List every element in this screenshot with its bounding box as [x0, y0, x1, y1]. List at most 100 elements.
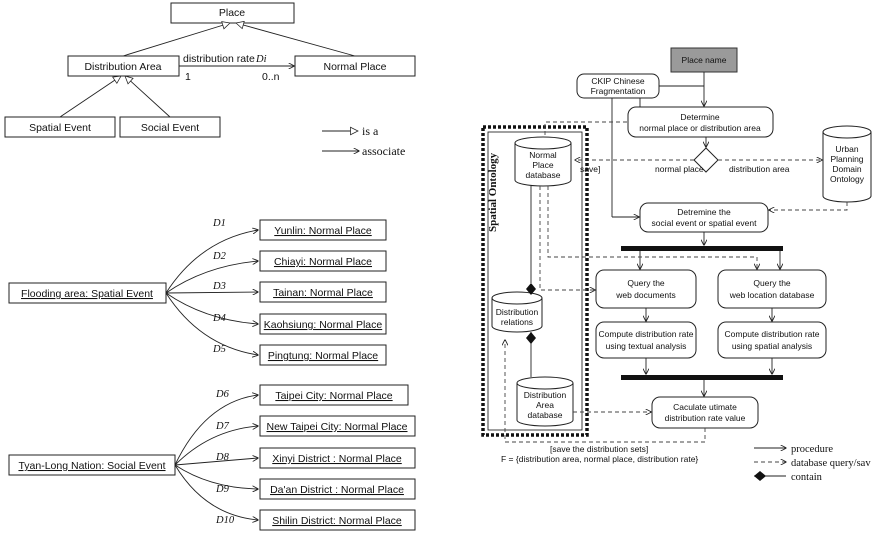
- distribution-relations-line2: relations: [501, 317, 533, 327]
- multiplicity-left: 1: [185, 71, 191, 83]
- fork-bar: [621, 246, 783, 251]
- compute-textual-line2: using textual analysis: [606, 341, 687, 351]
- flood-edge-4: [165, 292, 258, 324]
- distribution-area-db-cylinder: [516, 383, 574, 427]
- social-edge-1: [174, 395, 258, 466]
- social-leaf-box-3: [259, 447, 416, 469]
- query-web-location-line1: Query the: [753, 278, 791, 288]
- social-edge-label-2: D7: [215, 421, 230, 432]
- association-variable: Di: [255, 54, 267, 65]
- social-event-class-label: Social Event: [141, 122, 199, 134]
- ckip-label-line1: CKIP Chinese: [591, 76, 645, 86]
- urban-ontology-line4: Ontology: [830, 174, 865, 184]
- distribution-relations-line1: Distribution: [496, 307, 539, 317]
- flood-leaf-box-5: [259, 344, 387, 366]
- dash-normal-db-query-loc: [547, 186, 757, 269]
- social-edge-5: [174, 464, 258, 520]
- social-edge-label-1: D6: [215, 389, 230, 400]
- calculate-rate-line2: distribution rate value: [665, 413, 746, 423]
- determine-place-type-box: [627, 106, 774, 138]
- legend-left: is a associate: [322, 124, 405, 158]
- determine-event-type-line2: social event or spatial event: [652, 218, 758, 228]
- query-web-documents-line2: web documents: [615, 290, 676, 300]
- social-edge-label-3: D8: [215, 452, 230, 463]
- social-leaf-box-5: [259, 509, 416, 531]
- place-name-label: Place name: [682, 55, 727, 65]
- social-leaf-box-1: [259, 384, 409, 406]
- social-edge-label-4: D9: [215, 484, 230, 495]
- flood-leaf-box-1: [259, 219, 387, 241]
- spatial-event-class-label: Spatial Event: [29, 122, 91, 134]
- compute-spatial-box: [717, 321, 827, 359]
- normal-place-class-label: Normal Place: [323, 61, 386, 73]
- query-web-documents-line1: Query the: [627, 278, 665, 288]
- distribution-area-branch-label: distribution area: [729, 164, 790, 174]
- social-edge-4: [174, 464, 258, 489]
- urban-ontology-line1: Urban: [835, 144, 858, 154]
- social-leaf-label-4: Da'an District : Normal Place: [270, 484, 404, 496]
- multiplicity-right: 0..n: [262, 71, 280, 83]
- association-label: distribution rate: [183, 53, 255, 65]
- spatial-ontology-label: Spatial Ontology: [487, 152, 499, 232]
- social-leaf-label-3: Xinyi District : Normal Place: [272, 453, 402, 465]
- flood-edge-5: [165, 292, 258, 355]
- isa-arrow-spatial: [59, 76, 121, 118]
- flood-edge-label-4: D4: [212, 313, 227, 324]
- distribution-area-db-line1: Distribution: [524, 390, 567, 400]
- dash-calculate-save-relations: [505, 340, 706, 443]
- ckip-label-line2: Fragmentation: [591, 86, 646, 96]
- distribution-area-db-line2: Area: [536, 400, 554, 410]
- save-sets-label: [save the distribution sets]: [550, 444, 648, 454]
- distribution-area-db-top: [516, 376, 574, 390]
- flood-edge-label-3: D3: [212, 281, 226, 292]
- dash-urban-determine2: [769, 202, 848, 210]
- normal-place-db-cylinder: [514, 143, 572, 187]
- query-web-location-line2: web location database: [729, 290, 815, 300]
- determine-place-type-line1: Determine: [680, 112, 719, 122]
- normal-place-db-top: [514, 136, 572, 150]
- compute-spatial-line2: using spatial analysis: [732, 341, 812, 351]
- compute-spatial-line1: Compute distribution rate: [725, 329, 820, 339]
- dash-normal-db-query-docs: [539, 186, 595, 290]
- urban-ontology-line3: Domain: [832, 164, 862, 174]
- social-leaf-label-5: Shilin District: Normal Place: [272, 515, 402, 527]
- dash-determine-normal-db: [544, 121, 627, 137]
- legend-associate-label: associate: [362, 144, 405, 158]
- determine-place-type-line2: normal place or distribution area: [639, 123, 761, 133]
- legend-procedure-label: procedure: [791, 444, 833, 455]
- normal-place-db-line3: database: [526, 170, 561, 180]
- determine-event-type-line1: Detremine the: [677, 207, 731, 217]
- social-edge-3: [174, 458, 258, 466]
- flood-leaf-box-3: [259, 281, 387, 303]
- social-tree: Tyan-Long Nation: Social Event D6 D7 D8 …: [8, 384, 416, 531]
- flood-edge-1: [165, 230, 258, 294]
- isa-arrow-social: [125, 76, 171, 118]
- legend-contain-label: contain: [791, 472, 823, 483]
- place-class-box: [170, 2, 295, 24]
- flood-edge-2: [165, 261, 258, 294]
- distribution-area-db-line3: database: [528, 410, 563, 420]
- social-edge-2: [174, 426, 258, 466]
- urban-ontology-line2: Planning: [830, 154, 863, 164]
- contain-diamond-top: [526, 283, 536, 295]
- flow-diagram: Spatial Ontology Place name CKIP Chinese…: [481, 47, 872, 464]
- social-leaf-box-2: [259, 415, 416, 437]
- spatial-ontology-frame: [481, 125, 589, 437]
- social-edge-label-5: D10: [215, 515, 235, 526]
- flood-edge-label-5: D5: [212, 344, 226, 355]
- legend-right: procedure database query/sav contain: [754, 444, 871, 483]
- legend-db-query-label: database query/sav: [791, 458, 871, 469]
- contain-diamond-bottom: [526, 332, 536, 344]
- urban-ontology-top: [822, 125, 872, 139]
- normal-place-branch-label: normal place: [655, 164, 704, 174]
- query-web-documents-box: [595, 269, 697, 309]
- social-leaf-label-1: Taipei City: Normal Place: [275, 390, 392, 402]
- flood-edge-label-2: D2: [212, 251, 227, 262]
- distribution-area-class-label: Distribution Area: [84, 61, 161, 73]
- flood-leaf-label-2: Chiayi: Normal Place: [274, 256, 372, 268]
- flood-edge-3: [165, 292, 258, 293]
- flood-edge-label-1: D1: [212, 218, 226, 229]
- join-bar: [621, 375, 783, 380]
- flood-tree: Flooding area: Spatial Event D1 D2 D3 D4…: [8, 218, 387, 366]
